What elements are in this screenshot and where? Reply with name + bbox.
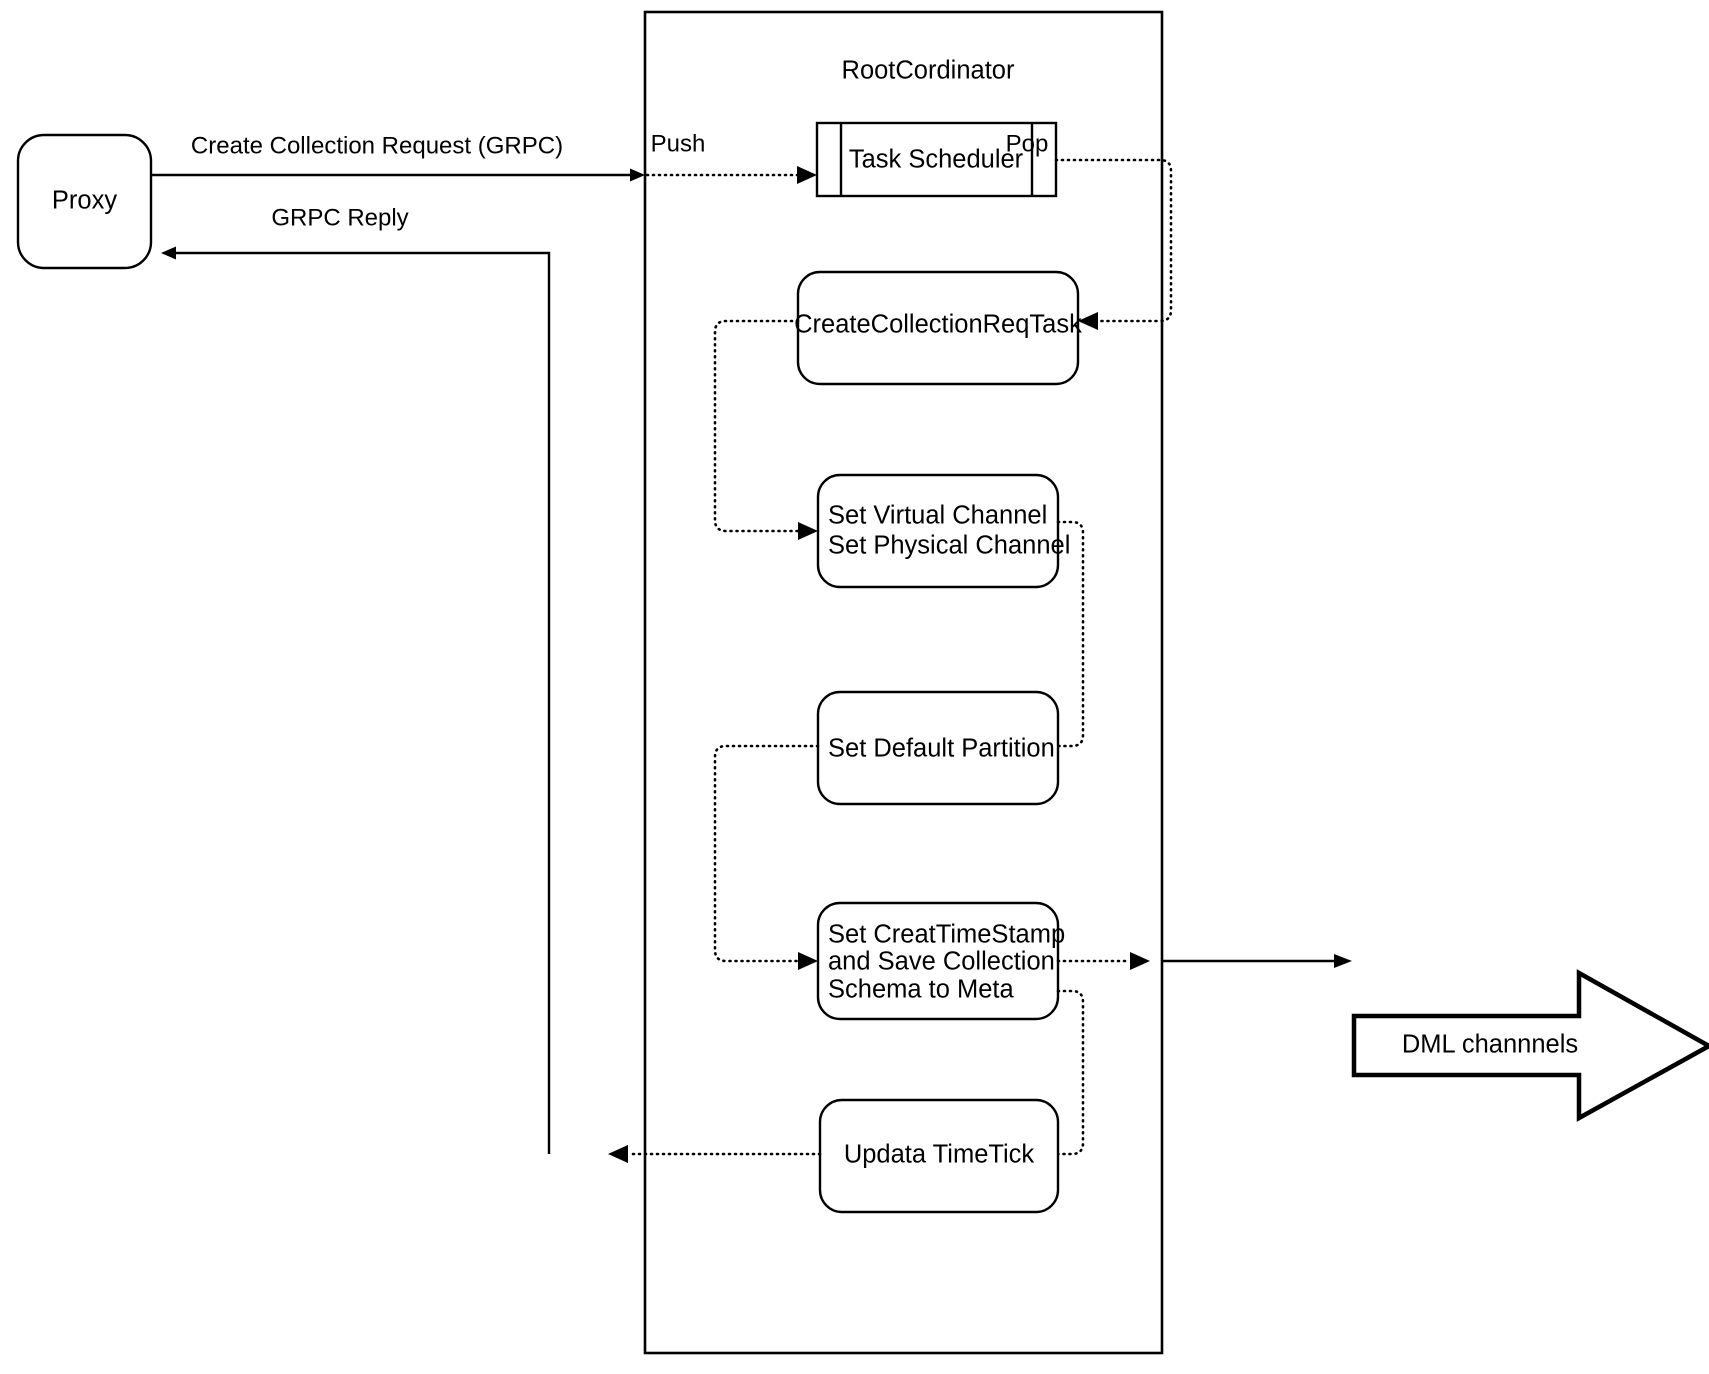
arrowhead-task-to-channel xyxy=(798,522,818,540)
node-dml-channels[interactable] xyxy=(1351,969,1709,1122)
rootcordinator-label: RootCordinator xyxy=(842,57,1015,85)
arrowhead-partition-to-timestamp xyxy=(798,952,818,970)
node-set-timestamp-line1: Set CreatTimeStamp xyxy=(828,921,1065,949)
arrowhead-create-collection-request xyxy=(630,168,645,182)
node-create-collection-req-task-label: CreateCollectionReqTask xyxy=(794,311,1082,339)
edge-channel-to-partition xyxy=(996,520,1085,748)
node-set-channel-line1: Set Virtual Channel xyxy=(828,502,1047,530)
node-proxy[interactable] xyxy=(16,133,153,270)
node-set-default-partition[interactable] xyxy=(816,690,1060,806)
node-create-collection-req-task[interactable] xyxy=(796,270,1080,386)
node-set-channel[interactable] xyxy=(816,473,1060,589)
arrowhead-pop xyxy=(1078,312,1098,330)
node-set-timestamp-line3: Schema to Meta xyxy=(828,976,1014,1004)
edge-timestamp-to-timetick xyxy=(996,989,1085,1156)
arrowhead-container-to-dml xyxy=(1334,954,1352,968)
edge-partition-to-timestamp xyxy=(713,744,820,963)
node-proxy-label: Proxy xyxy=(52,187,117,215)
node-dml-channels-label: DML channnels xyxy=(1402,1031,1578,1059)
edge-label-push: Push xyxy=(651,130,706,157)
arrowhead-timestamp-to-container-edge xyxy=(1130,952,1150,970)
edge-label-pop: Pop xyxy=(1006,130,1049,157)
node-set-channel-line2: Set Physical Channel xyxy=(828,532,1070,560)
node-set-timestamp-line2: and Save Collection xyxy=(828,948,1055,976)
edge-label-grpc-reply: GRPC Reply xyxy=(271,204,408,231)
node-task-scheduler-label: Task Scheduler xyxy=(849,146,1024,174)
edge-pop xyxy=(1054,158,1173,323)
arrowhead-timetick-to-reply-bus xyxy=(608,1145,628,1163)
arrowhead-grpc-reply xyxy=(161,246,176,260)
edge-label-create-collection-request: Create Collection Request (GRPC) xyxy=(191,132,563,159)
arrowhead-push xyxy=(797,166,817,184)
node-set-default-partition-label: Set Default Partition xyxy=(828,735,1055,763)
node-update-timetick[interactable] xyxy=(818,1098,1060,1214)
edge-grpc-reply xyxy=(170,251,551,1154)
node-update-timetick-label: Updata TimeTick xyxy=(844,1141,1035,1169)
